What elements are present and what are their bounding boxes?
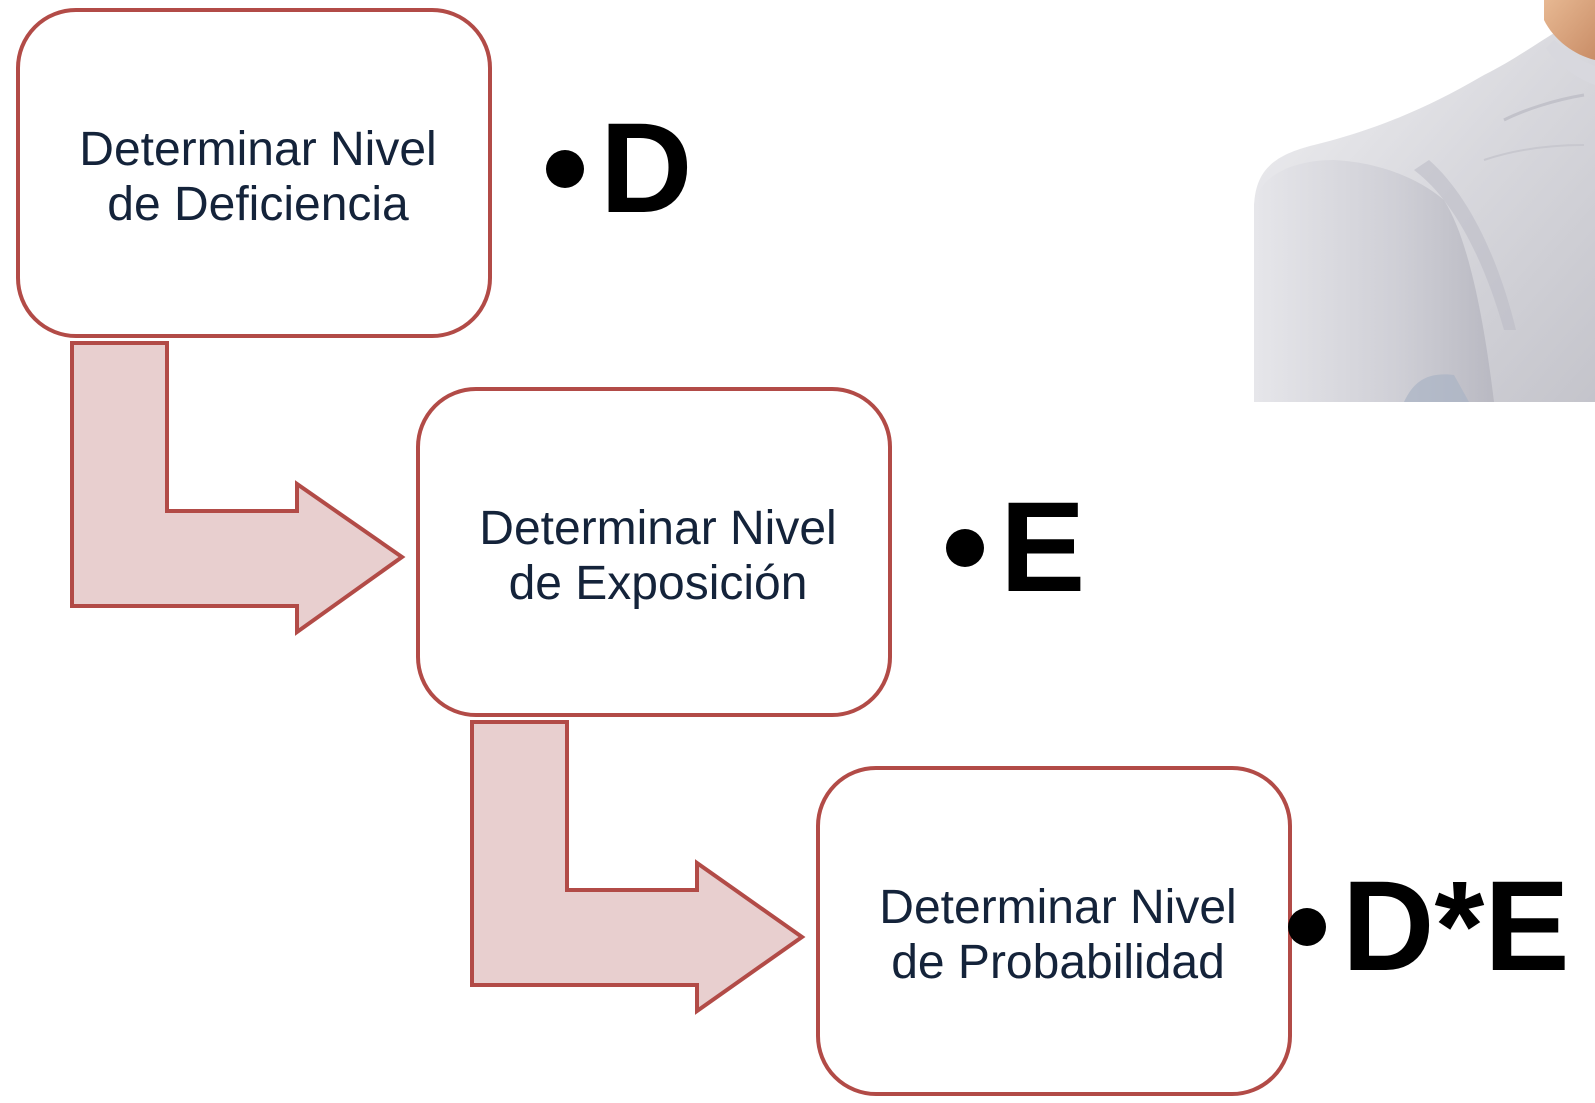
arrow-step2-to-step3	[470, 720, 806, 1015]
step-label-probabilidad: Determinar Nivel de Probabilidad	[820, 880, 1296, 990]
step-box-exposicion: Determinar Nivel de Exposición	[416, 387, 892, 717]
step-label-line1: Determinar Nivel	[79, 123, 437, 176]
step-label-line1: Determinar Nivel	[479, 502, 837, 555]
step-label-line1: Determinar Nivel	[879, 881, 1237, 934]
bullet-symbol-d: D	[546, 104, 692, 234]
step-label-line2: de Probabilidad	[891, 936, 1225, 989]
symbol-text: D*E	[1342, 855, 1570, 998]
step-label-deficiencia: Determinar Nivel de Deficiencia	[20, 122, 496, 232]
step-label-exposicion: Determinar Nivel de Exposición	[420, 501, 896, 611]
step-box-deficiencia: Determinar Nivel de Deficiencia	[16, 8, 492, 338]
arrow-step1-to-step2	[70, 341, 406, 636]
step-label-line2: de Deficiencia	[107, 178, 409, 231]
bullet-symbol-e: E	[946, 483, 1085, 613]
step-box-probabilidad: Determinar Nivel de Probabilidad	[816, 766, 1292, 1096]
bullet-dot-icon	[946, 529, 984, 567]
symbol-text: E	[1000, 476, 1086, 619]
bullet-dot-icon	[1288, 908, 1326, 946]
person-shoulder-icon	[1254, 0, 1595, 402]
step-label-line2: de Exposición	[508, 557, 808, 610]
bullet-dot-icon	[546, 150, 584, 188]
symbol-text: D	[600, 97, 693, 240]
person-shoulder-photo	[1254, 0, 1595, 402]
bullet-symbol-de: D*E	[1288, 862, 1570, 992]
